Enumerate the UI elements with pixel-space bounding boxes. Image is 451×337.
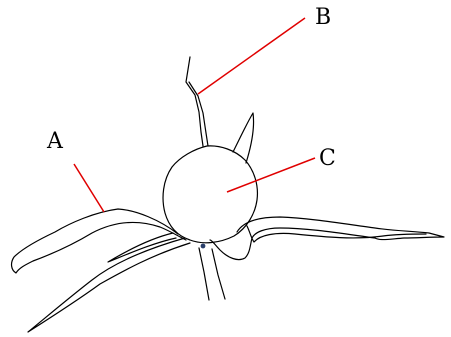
long-root	[27, 237, 191, 333]
small-leaf	[107, 232, 177, 263]
leader-line-a	[73, 163, 105, 213]
bud-dot	[200, 243, 206, 249]
right-leaf	[209, 216, 445, 261]
left-leaf	[10, 208, 187, 274]
bulb	[162, 145, 259, 244]
top-shoot-inner	[188, 81, 209, 147]
lower-stem-right	[211, 248, 226, 300]
right-spike	[232, 112, 255, 164]
label-b: B	[315, 5, 331, 30]
leader-lines	[73, 17, 316, 213]
plant-outline	[10, 56, 445, 333]
label-c: C	[319, 146, 336, 171]
label-a: A	[46, 129, 64, 154]
right-leaf-inner	[246, 225, 427, 243]
top-shoot	[185, 56, 204, 147]
leader-line-c	[226, 157, 316, 193]
lower-stem-left	[198, 247, 210, 301]
leader-line-b	[197, 17, 306, 95]
